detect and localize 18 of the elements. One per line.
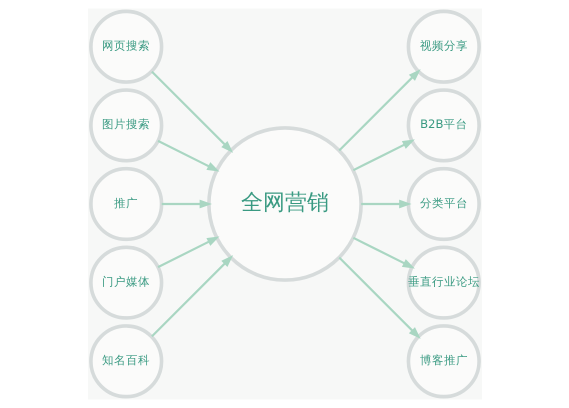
arrow xyxy=(338,69,420,152)
node-circle: 图片搜索 xyxy=(88,88,163,162)
arrow xyxy=(360,200,412,208)
node-circle: 垂直行业论坛 xyxy=(406,246,480,320)
arrow xyxy=(352,139,414,172)
arrow xyxy=(157,140,219,172)
arrow xyxy=(150,255,233,338)
node-circle: 分类平台 xyxy=(406,166,480,242)
arrow xyxy=(161,200,212,208)
node-circle: 知名百科 xyxy=(88,324,163,398)
node-circle: B2B平台 xyxy=(406,88,480,162)
node-circle: 网页搜索 xyxy=(88,10,163,84)
node-circle: 推广 xyxy=(88,166,163,242)
arrow xyxy=(352,236,414,269)
arrow xyxy=(157,236,219,268)
arrow xyxy=(150,70,233,153)
arrow xyxy=(338,256,420,339)
node-circle: 门户媒体 xyxy=(88,246,163,320)
